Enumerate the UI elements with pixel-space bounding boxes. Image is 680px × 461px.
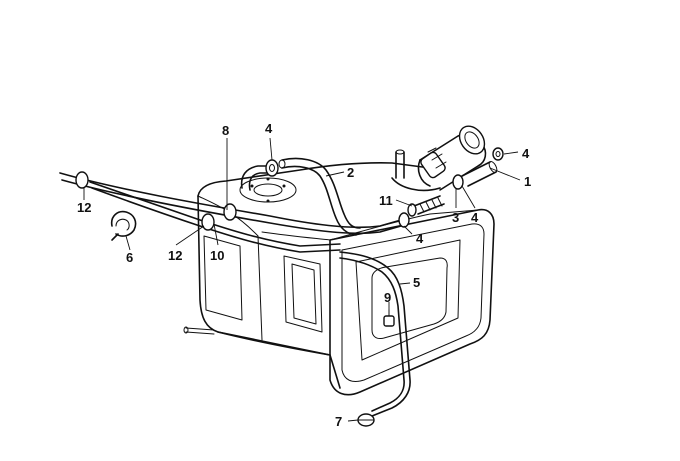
filler-neck [417,125,498,191]
callout-11: 11 [379,193,393,208]
callout-5: 5 [413,275,420,290]
fuel-tank [183,149,495,396]
callout-4-middle: 4 [416,231,424,246]
feed-lines [59,172,409,253]
callout-8: 8 [222,123,229,138]
cap-part-7 [357,413,375,427]
callouts: 8 4 2 4 1 11 3 4 4 5 9 12 6 12 10 7 [77,121,531,429]
callout-7: 7 [335,414,342,429]
callout-2: 2 [347,165,354,180]
return-line-part-5 [339,251,411,417]
leader-lines [83,137,521,422]
callout-12-middle: 12 [168,248,182,263]
hose-clamps [265,147,504,228]
callout-4-right: 4 [471,210,479,225]
hose-part-2 [240,157,361,236]
callout-9: 9 [384,290,391,305]
callout-1: 1 [524,174,531,189]
callout-3: 3 [452,210,459,225]
callout-4-top-right: 4 [522,146,530,161]
retaining-clip-part-6 [110,210,137,241]
callout-4-top-left: 4 [265,121,273,136]
callout-6: 6 [126,250,133,265]
callout-10: 10 [210,248,224,263]
vent-valve-part-11 [407,195,445,217]
callout-12-left: 12 [77,200,91,215]
sender-part-9 [383,309,395,327]
grommets [75,171,237,231]
